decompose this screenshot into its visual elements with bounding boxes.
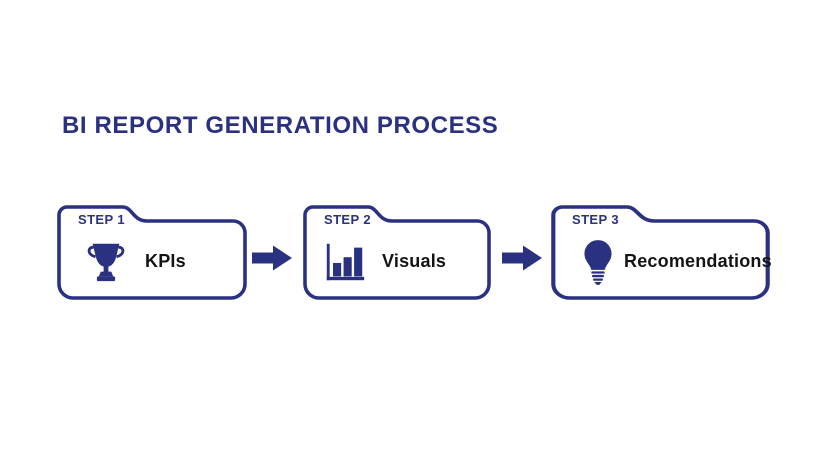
step-tab-label: STEP 3 [572,212,619,227]
step-label: Recomendations [624,251,772,271]
step-content: KPIs [57,227,241,296]
folder-shape [551,205,770,300]
step-label: Visuals [382,251,447,271]
trophy-icon [87,243,125,281]
step-content: Visuals [303,227,485,296]
arrow-right-icon [502,245,542,271]
bar-chart-icon [326,243,365,280]
page-title: BI REPORT GENERATION PROCESS [62,112,499,139]
arrow-right-icon [252,245,292,271]
step-tab-label: STEP 2 [324,212,371,227]
step-tab-label: STEP 1 [78,212,125,227]
step-card-1: STEP 1 KPIs [57,205,247,300]
step-card-2: STEP 2 Visuals [303,205,491,300]
step-card-3: STEP 3 Recomendations [551,205,772,300]
process-flow: STEP 1 KPIs STEP 2 [0,205,828,300]
step-content: Recomendations [551,227,772,296]
step-label: KPIs [145,251,186,271]
lightbulb-icon [584,239,612,285]
